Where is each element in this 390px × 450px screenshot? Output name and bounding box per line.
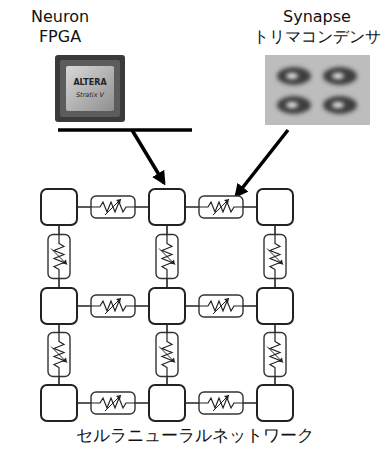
label-text: ALTERA	[73, 78, 106, 87]
synapse-connector	[78, 392, 148, 414]
resistor-symbol	[264, 333, 286, 377]
neuron-cell	[256, 188, 294, 226]
neuron-cell	[148, 384, 186, 422]
synapse-connector	[156, 325, 178, 384]
label-text: FPGA	[39, 27, 81, 46]
caption-text: セルラニューラルネットワーク	[76, 425, 314, 445]
resistor-symbol	[91, 196, 135, 218]
resistor-symbol	[48, 333, 70, 377]
chip-brand: ALTERA	[73, 78, 106, 87]
label-text: Neuron	[31, 7, 89, 26]
part-heading: Synapse	[283, 8, 351, 26]
neuron-cell	[40, 287, 78, 325]
resistor-symbol	[156, 333, 178, 377]
synapse-connector	[186, 196, 256, 218]
synapse-connector	[78, 196, 148, 218]
resistor-symbol	[156, 235, 178, 279]
synapse-connector	[186, 392, 256, 414]
neuron-cell	[148, 287, 186, 325]
synapse-connector	[48, 226, 70, 287]
part-heading: Neuron	[31, 8, 89, 26]
part-name: FPGA	[39, 28, 81, 46]
trimmer-capacitor-photo	[265, 55, 370, 125]
resistor-symbol	[264, 235, 286, 279]
synapse-connector	[264, 226, 286, 287]
chip-model: Stratix V	[76, 92, 104, 99]
neuron-cell	[40, 188, 78, 226]
resistor-symbol	[199, 196, 243, 218]
resistor-symbol	[199, 392, 243, 414]
synapse-connector	[78, 295, 148, 317]
resistor-symbol	[91, 295, 135, 317]
label-text: Synapse	[283, 7, 351, 26]
neuron-cell	[256, 287, 294, 325]
caption: セルラニューラルネットワーク	[76, 426, 314, 446]
label-text: トリマコンデンサ	[253, 27, 381, 46]
label-text: Stratix V	[76, 91, 104, 99]
neuron-cell	[40, 384, 78, 422]
part-name: トリマコンデンサ	[253, 28, 381, 46]
neuron-cell	[256, 384, 294, 422]
synapse-connector	[48, 325, 70, 384]
neuron-cell	[148, 188, 186, 226]
resistor-symbol	[199, 295, 243, 317]
fpga-chip	[55, 55, 125, 122]
synapse-connector	[156, 226, 178, 287]
pointer-line	[58, 130, 288, 196]
synapse-connector	[186, 295, 256, 317]
resistor-symbol	[91, 392, 135, 414]
synapse-connector	[264, 325, 286, 384]
resistor-symbol	[48, 235, 70, 279]
